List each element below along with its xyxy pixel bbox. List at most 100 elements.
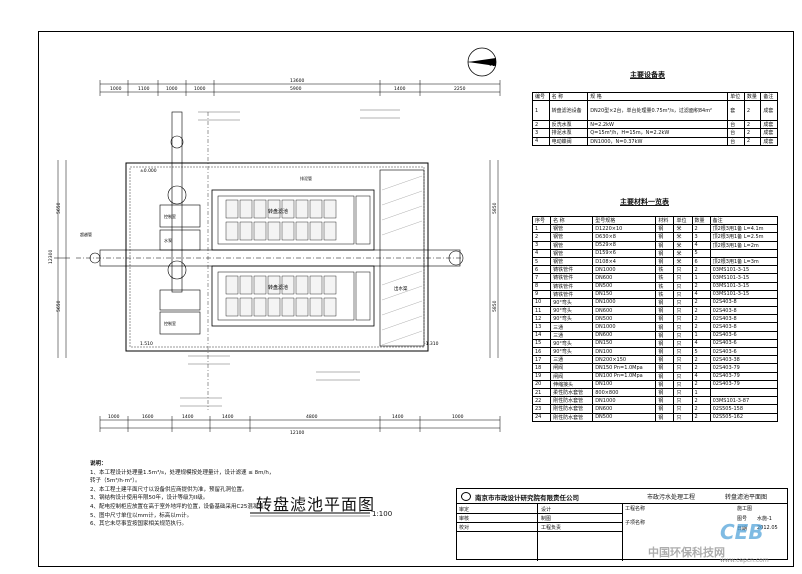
- table-cell: 钢: [655, 248, 675, 258]
- table-cell: 13: [531, 322, 552, 332]
- dim-top-3: 1000: [166, 86, 178, 92]
- table-cell: 3: [691, 232, 711, 242]
- table-cell: 只: [673, 404, 693, 414]
- table-cell: DN100: [592, 346, 657, 357]
- table-cell: 只: [673, 346, 693, 357]
- dim-left-2: 5650: [56, 300, 62, 312]
- table-cell: 钢: [655, 379, 675, 389]
- dim-right-2: 5850: [492, 300, 498, 312]
- table-cell: 800×800: [592, 387, 657, 398]
- table-header-row: 序号名 称 型号规格材料 单位数量 备注: [531, 215, 779, 226]
- dim-top-5: 5900: [290, 86, 302, 92]
- label-bypass: 超越管: [80, 231, 92, 237]
- table-cell: 24: [531, 412, 552, 422]
- table-cell: 4: [691, 240, 711, 250]
- north-label: N: [489, 59, 495, 68]
- table-cell: 19: [531, 371, 552, 381]
- table-cell: 3: [531, 240, 552, 250]
- table-cell: 铁: [655, 281, 675, 291]
- table-cell: 4: [691, 371, 711, 381]
- table-cell: 2: [691, 265, 711, 275]
- table-cell: DN200×150: [592, 355, 657, 365]
- table-cell: 钢: [655, 404, 675, 414]
- table-cell: 12: [531, 314, 552, 324]
- table-cell: 钢管: [550, 232, 594, 242]
- dim-bottom-total: 12100: [290, 430, 304, 436]
- note-line: 5、图中尺寸单位以mm计，标高以m计。: [90, 512, 193, 519]
- dim-top-6: 1400: [394, 86, 406, 92]
- table-cell: 2: [691, 314, 711, 324]
- table-cell: 只: [673, 289, 693, 299]
- table-cell: DN150: [592, 338, 657, 349]
- label-disc-filter-2: 转盘滤池: [268, 284, 288, 291]
- table-cell: 11: [531, 306, 552, 316]
- table-cell: 刚性防水套管: [550, 412, 594, 422]
- table-cell: 6: [531, 265, 552, 275]
- table-cell: 02S403-79: [709, 371, 779, 381]
- dim-left-1: 5650: [56, 202, 62, 214]
- table-cell: 10: [531, 297, 552, 308]
- table-cell: DN1000: [592, 265, 657, 275]
- table-cell: D1220×10: [592, 224, 657, 234]
- table-cell: 03MS101-3-15: [709, 281, 779, 291]
- drawing-frame: [38, 31, 794, 567]
- drawing-no: 水施-1: [757, 516, 772, 522]
- table-cell: 90°弯头: [550, 346, 594, 357]
- table-cell: 02S403-8: [709, 314, 779, 324]
- signature-area: 审定 审核 校对 设计 制图 工程负责: [457, 503, 623, 561]
- table-cell: 钢: [655, 371, 675, 381]
- table-cell: 2: [531, 232, 552, 242]
- table-cell: 1: [691, 330, 711, 340]
- role-label: 审核: [459, 516, 470, 522]
- table-cell: 钢: [655, 330, 675, 340]
- dim-bottom-6: 1400: [392, 414, 404, 420]
- table-cell: 02S403-79: [709, 379, 779, 389]
- table-cell: 钢: [655, 232, 675, 242]
- dim-right-1: 5850: [492, 202, 498, 214]
- table-header-row: 编号名 称 规 格单位 数量备注: [532, 91, 778, 102]
- table-cell: 4: [691, 338, 711, 349]
- north-arrow-icon: [467, 47, 497, 77]
- label-drain: 排泥管: [300, 175, 312, 181]
- table-cell: 02S403-79: [709, 363, 779, 373]
- table-cell: 14: [531, 330, 552, 340]
- table-cell: 只: [673, 273, 693, 283]
- table-cell: 只: [673, 355, 693, 365]
- table-cell: DN1000: [592, 396, 657, 406]
- table-cell: 铁: [655, 273, 675, 283]
- table-cell: 米: [673, 232, 693, 242]
- table-cell: 钢管: [550, 248, 594, 258]
- table-cell: 2: [691, 281, 711, 291]
- table-cell: 02S403-6: [709, 330, 779, 340]
- table-cell: 8: [531, 281, 552, 291]
- dim-top-7: 2250: [454, 86, 466, 92]
- note-line: 1、本工程设计处理量1.5m³/s，处理规模按处理量计，设计滤速 ≤ 8m/h，: [90, 469, 275, 476]
- table-cell: 17: [531, 355, 552, 365]
- table-cell: 7: [531, 273, 552, 283]
- dim-bottom-2: 1600: [142, 414, 154, 420]
- table-cell: 23: [531, 404, 552, 414]
- table-cell: DN500: [592, 314, 657, 324]
- dim-bottom-1: 1000: [108, 414, 120, 420]
- table-cell: 1: [691, 387, 711, 398]
- table-cell: 02S403-8: [709, 322, 779, 332]
- table-cell: DN600: [592, 404, 657, 414]
- elev-1: ±0.000: [140, 168, 157, 174]
- table-cell: DN500: [592, 412, 657, 422]
- role-label: 设计: [541, 507, 552, 513]
